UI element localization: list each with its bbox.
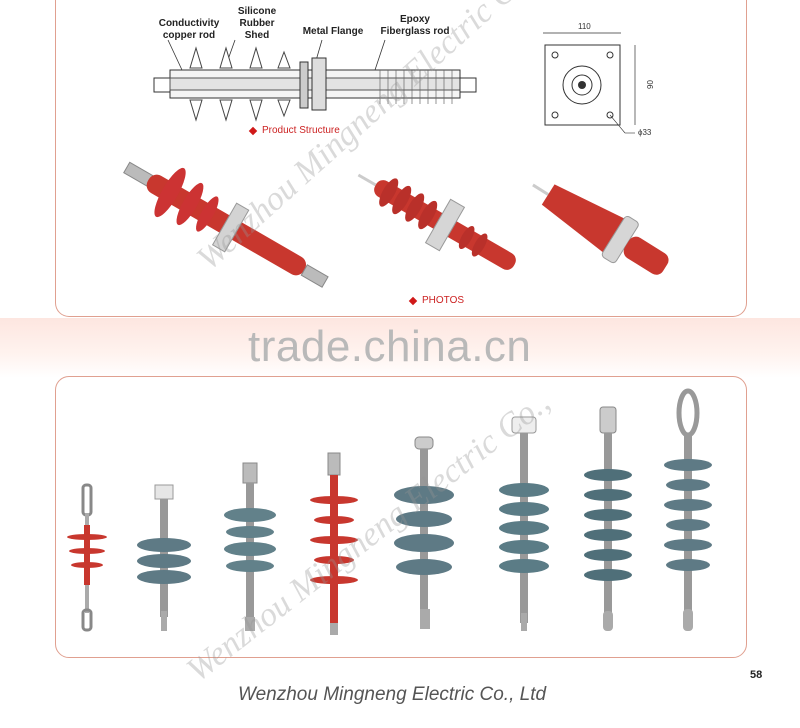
dimension-height: 90 <box>645 80 655 89</box>
insulator-grey-tongue <box>394 436 454 629</box>
structure-panel <box>55 0 747 317</box>
insulator-photo-1 <box>123 161 329 288</box>
insulator-grey-cap-small <box>137 484 191 631</box>
watermark-band <box>0 318 800 378</box>
insulator-grey-cap-tall <box>499 416 549 631</box>
dimension-width: 110 <box>578 22 591 31</box>
insulator-grey-clevis <box>224 462 276 631</box>
product-structure-text: Product Structure <box>262 125 340 136</box>
insulator-grey-clevis-tall <box>584 406 632 631</box>
label-copper-rod: Conductivity copper rod <box>158 18 220 41</box>
insulator-photo-2 <box>357 173 516 270</box>
label-fiberglass-rod: Epoxy Fiberglass rod <box>380 14 450 37</box>
photos-caption: PHOTOS <box>408 295 465 306</box>
structure-diagram <box>153 39 477 122</box>
product-structure-caption: Product Structure <box>248 125 340 136</box>
photos-caption-text: PHOTOS <box>422 295 465 306</box>
insulator-red-clevis <box>310 452 358 635</box>
footer-company: Wenzhou Mingneng Electric Co., Ltd <box>238 684 547 705</box>
insulator-photo-3 <box>532 183 669 275</box>
diamond-icon <box>248 126 258 135</box>
insulator-grey-eye-tall <box>664 388 712 631</box>
label-rubber-shed: Silicone Rubber Shed <box>237 6 277 41</box>
label-metal-flange: Metal Flange <box>302 26 364 37</box>
insulator-lineup <box>67 388 712 635</box>
page-number: 58 <box>750 669 763 681</box>
flange-dimension-drawing <box>543 32 636 134</box>
trade-watermark: trade.china.cn <box>248 322 532 371</box>
diamond-icon <box>408 296 418 305</box>
dimension-hole: ϕ33 <box>638 128 652 137</box>
insulator-red-small <box>67 483 107 632</box>
